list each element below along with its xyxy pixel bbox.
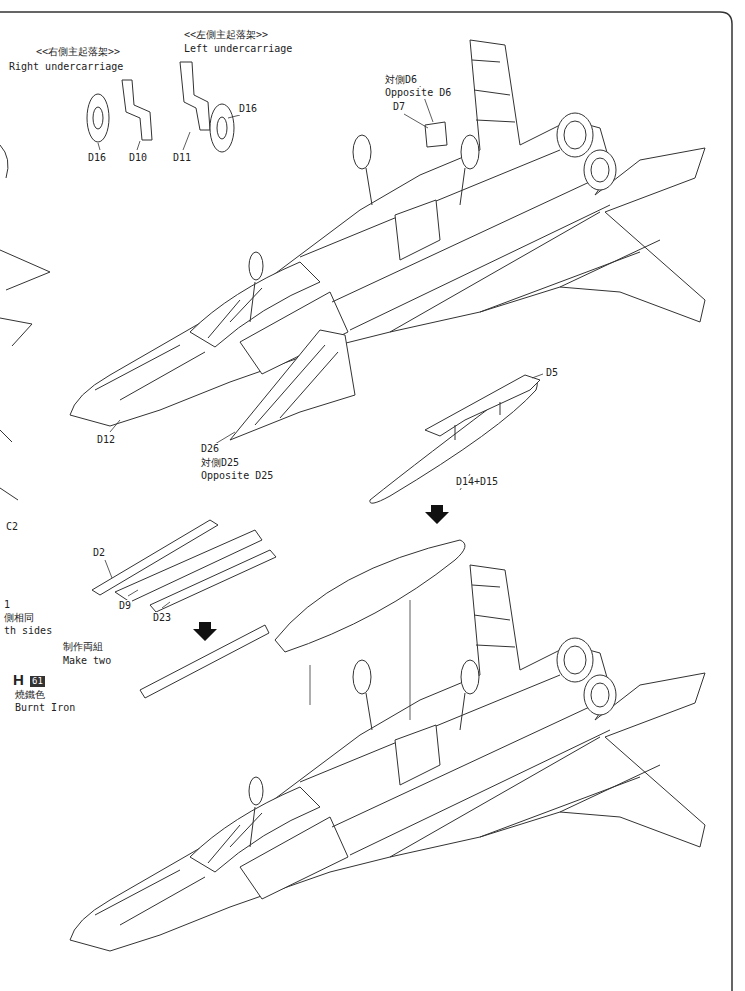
- callout-label: H: [12, 672, 25, 688]
- callout-label: <<左側主起落架>>: [183, 29, 269, 41]
- callout-label: 1: [3, 599, 11, 611]
- callout-label: D5: [545, 367, 559, 379]
- callout-label: 制作両組: [62, 641, 104, 653]
- callout-label: D16: [87, 152, 107, 164]
- callout-label: 側相同: [3, 612, 35, 624]
- callout-label: D10: [128, 152, 148, 164]
- callout-label: Right undercarriage: [8, 61, 124, 73]
- callout-label: 対側D25: [200, 457, 240, 469]
- callout-label: 燒鐵色: [14, 689, 46, 701]
- callout-label: th sides: [3, 625, 53, 637]
- callout-label: D11: [172, 152, 192, 164]
- callout-label: 対側D6: [384, 74, 418, 86]
- callout-label: Make two: [62, 655, 112, 667]
- callout-label: C2: [5, 521, 19, 533]
- callout-label: D7: [392, 101, 406, 113]
- callout-label: D9: [118, 600, 132, 612]
- callout-label: <<右側主起落架>>: [35, 46, 121, 58]
- callout-label: D2: [92, 547, 106, 559]
- callout-label: Burnt Iron: [14, 702, 76, 714]
- callout-label: D12: [96, 434, 116, 446]
- callout-label: D16: [238, 103, 258, 115]
- callout-label: 61: [30, 676, 45, 687]
- callout-label: Opposite D6: [384, 87, 452, 99]
- callout-label: D23: [152, 612, 172, 624]
- callout-label: Left undercarriage: [183, 43, 293, 55]
- callout-label: D14+D15: [455, 476, 499, 488]
- callout-label: D26: [200, 443, 220, 455]
- callout-label: Opposite D25: [200, 470, 274, 482]
